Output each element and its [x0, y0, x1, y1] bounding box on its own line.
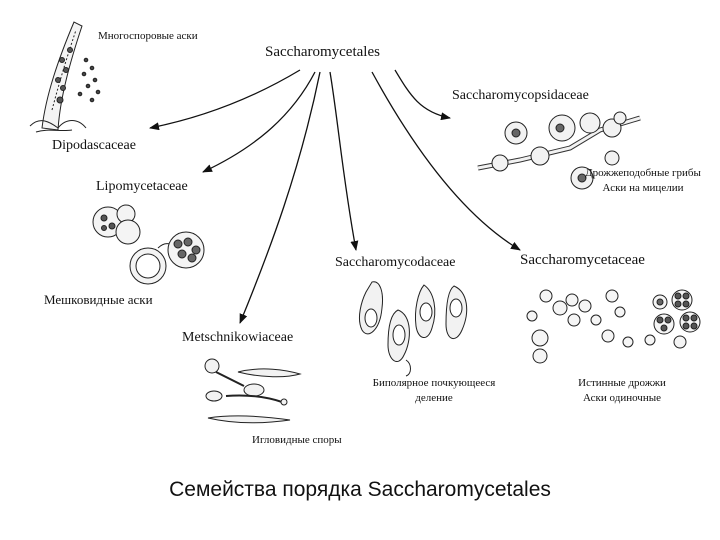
lipomycetaceae-illustration [92, 204, 205, 285]
saccharomycetaceae-illustration [526, 289, 701, 364]
yeastlike-fungi-line2: Аски на мицелии [602, 182, 684, 194]
metschnikowiaceae-illustration [204, 358, 302, 424]
bipolar-budding-note: Биполярное почкующееся деление [344, 376, 524, 406]
arrow-to-saccharomycodaceae [329, 71, 359, 251]
arrow-to-lipomycetaceae [202, 71, 316, 173]
family-metschnikowiaceae: Metschnikowiaceae [182, 330, 294, 345]
arrow-to-saccharomycetaceae [371, 71, 521, 251]
arrow-to-saccharomycopsidaceae [394, 69, 451, 121]
diagram-caption: Семейства порядка Saccharomycetales [169, 478, 551, 501]
bipolar-budding-line1: Биполярное почкующееся [372, 377, 496, 389]
true-yeasts-line1: Истинные дрожжи [578, 377, 666, 389]
family-lipomycetaceae: Lipomycetaceae [96, 179, 188, 194]
family-saccharomycopsidaceae: Saccharomycopsidaceae [452, 88, 589, 103]
arrow-to-dipodascaceae [149, 69, 301, 131]
family-saccharomycetaceae: Saccharomycetaceae [520, 252, 645, 268]
saccharomycodaceae-illustration [359, 281, 468, 377]
family-saccharomycodaceae: Saccharomycodaceae [335, 255, 456, 270]
multispore-asci-illustration [29, 21, 101, 133]
saccharomycopsidaceae-illustration [477, 111, 641, 190]
yeastlike-fungi-note: Дрожжеподобные грибы Аски на мицелии [566, 166, 720, 196]
arrow-to-metschnikowiaceae [239, 71, 321, 324]
family-dipodascaceae: Dipodascaceae [52, 138, 136, 153]
sac-asci-label: Мешковидные аски [44, 292, 153, 307]
yeastlike-fungi-line1: Дрожжеподобные грибы [585, 167, 701, 179]
true-yeasts-note: Истинные дрожжи Аски одиночные [552, 376, 692, 406]
branch-arrows [149, 69, 521, 324]
order-name: Saccharomycetales [265, 44, 380, 60]
multispore-asci-label: Многоспоровые аски [98, 30, 198, 42]
true-yeasts-line2: Аски одиночные [583, 392, 661, 404]
needle-spores-label: Игловидные споры [252, 434, 342, 446]
bipolar-budding-line2: деление [415, 392, 453, 404]
